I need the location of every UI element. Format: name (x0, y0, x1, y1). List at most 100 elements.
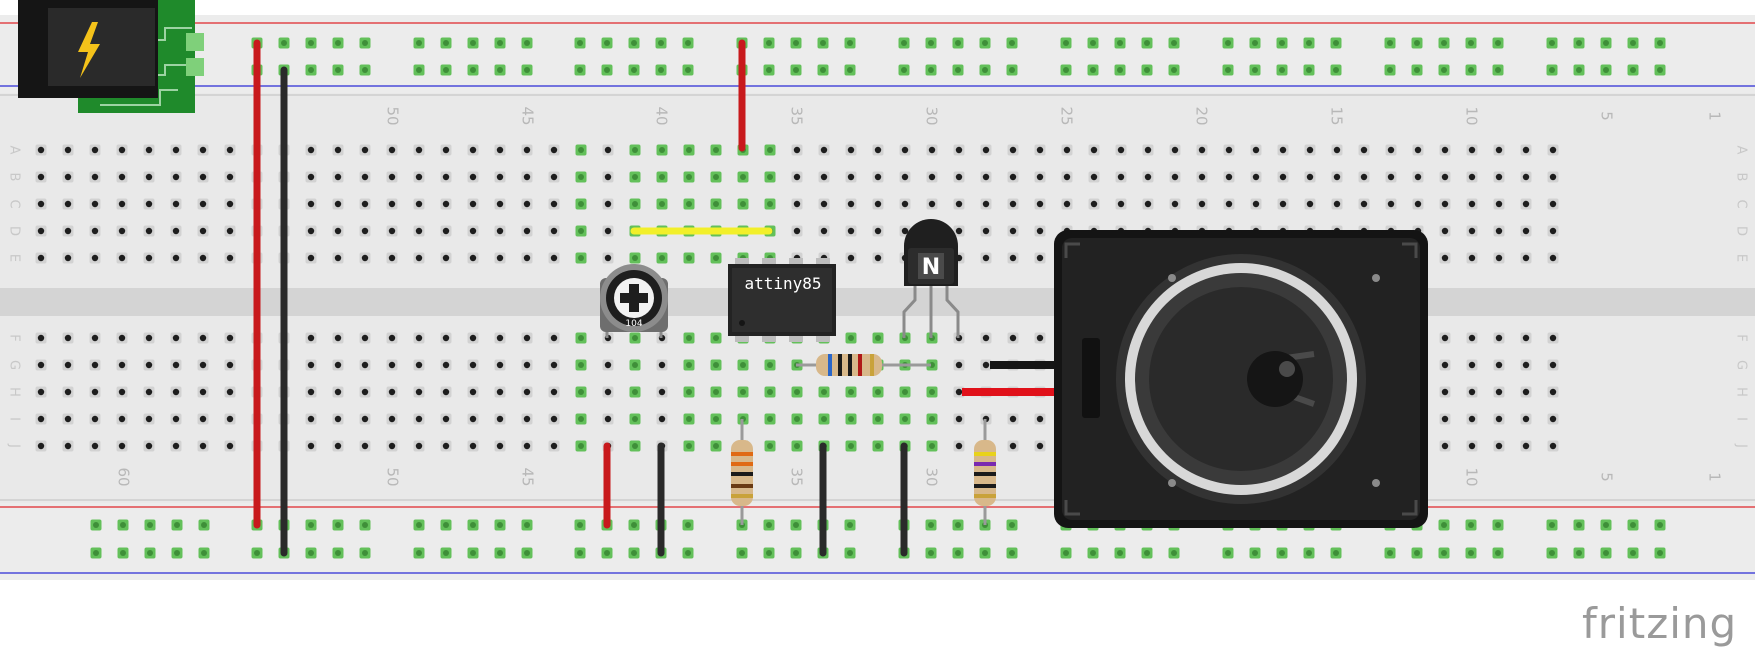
speaker-dustcap-highlight (1279, 361, 1295, 377)
breadboard-hole (305, 332, 317, 344)
breadboard-hole (224, 144, 236, 156)
breadboard-hole (35, 386, 47, 398)
rail-hole (844, 37, 856, 49)
breadboard-hole (1547, 359, 1559, 371)
breadboard-hole (1007, 440, 1019, 452)
rail-hole (359, 547, 371, 559)
rail-hole (1006, 37, 1018, 49)
speaker-cone (1149, 287, 1333, 471)
breadboard-hole (332, 198, 344, 210)
row-label: F (7, 334, 22, 341)
breadboard-hole (413, 440, 425, 452)
rail-hole (521, 547, 533, 559)
breadboard-hole (575, 171, 587, 183)
breadboard-hole (602, 144, 614, 156)
resistor-band (974, 462, 996, 466)
column-label: 40 (653, 106, 671, 125)
breadboard-hole (1250, 171, 1262, 183)
breadboard-hole (332, 440, 344, 452)
breadboard-hole (1412, 198, 1424, 210)
rail-hole (1384, 547, 1396, 559)
chip-pin (762, 332, 776, 342)
breadboard-hole (683, 171, 695, 183)
breadboard-hole (1466, 171, 1478, 183)
column-label: 60 (115, 467, 133, 486)
breadboard-hole (872, 386, 884, 398)
chip-label: attiny85 (744, 274, 821, 293)
breadboard-hole (197, 198, 209, 210)
breadboard-hole (791, 171, 803, 183)
rail-hole (979, 547, 991, 559)
breadboard-hole (1493, 144, 1505, 156)
breadboard-hole (386, 252, 398, 264)
breadboard-hole (1196, 198, 1208, 210)
breadboard-hole (467, 144, 479, 156)
speaker-screw (1168, 479, 1176, 487)
rail-hole (1654, 519, 1666, 531)
breadboard-hole (467, 440, 479, 452)
breadboard-hole (116, 225, 128, 237)
rail-hole (1546, 519, 1558, 531)
breadboard-hole (170, 198, 182, 210)
breadboard-hole (872, 144, 884, 156)
breadboard-hole (1196, 171, 1208, 183)
rail-hole (790, 519, 802, 531)
npn-transistor: N (902, 219, 960, 338)
breadboard-hole (602, 198, 614, 210)
breadboard-hole (872, 198, 884, 210)
rail-hole (574, 64, 586, 76)
row-label: E (1734, 254, 1749, 262)
breadboard-hole (494, 171, 506, 183)
breadboard-hole (1439, 198, 1451, 210)
breadboard-hole (89, 332, 101, 344)
rail-hole (494, 64, 506, 76)
breadboard-hole (980, 252, 992, 264)
rail-hole (1465, 37, 1477, 49)
rail-hole (1249, 64, 1261, 76)
breadboard-hole (224, 171, 236, 183)
breadboard-hole (386, 198, 398, 210)
breadboard-hole (467, 332, 479, 344)
rail-hole (1438, 547, 1450, 559)
breadboard-hole (926, 413, 938, 425)
breadboard-hole (494, 332, 506, 344)
rail-hole (1141, 37, 1153, 49)
rail-hole (655, 64, 667, 76)
breadboard-hole (1169, 144, 1181, 156)
rail-hole (171, 547, 183, 559)
breadboard-hole (980, 144, 992, 156)
breadboard-hole (1358, 171, 1370, 183)
row-label: J (7, 443, 22, 448)
breadboard-hole (926, 171, 938, 183)
breadboard-hole (35, 144, 47, 156)
breadboard-hole (143, 171, 155, 183)
breadboard-hole (1520, 332, 1532, 344)
breadboard-hole (575, 332, 587, 344)
breadboard-hole (116, 386, 128, 398)
breadboard-hole (1493, 386, 1505, 398)
column-label: 10 (1463, 106, 1481, 125)
rail-hole (305, 547, 317, 559)
rail-hole (1654, 547, 1666, 559)
rail-hole (952, 64, 964, 76)
speaker-screw (1372, 479, 1380, 487)
rail-hole (952, 519, 964, 531)
rail-hole (1438, 37, 1450, 49)
rail-hole (1006, 64, 1018, 76)
rail-hole (790, 37, 802, 49)
column-label: 50 (384, 106, 402, 125)
rail-hole (90, 519, 102, 531)
breadboard-hole (575, 225, 587, 237)
breadboard-hole (1034, 171, 1046, 183)
breadboard-hole (602, 386, 614, 398)
breadboard-hole (953, 413, 965, 425)
row-label: F (1734, 334, 1749, 341)
breadboard-hole (953, 359, 965, 371)
breadboard-hole (35, 171, 47, 183)
breadboard-hole (440, 144, 452, 156)
breadboard-hole (413, 386, 425, 398)
breadboard-hole (440, 359, 452, 371)
breadboard-hole (1520, 413, 1532, 425)
